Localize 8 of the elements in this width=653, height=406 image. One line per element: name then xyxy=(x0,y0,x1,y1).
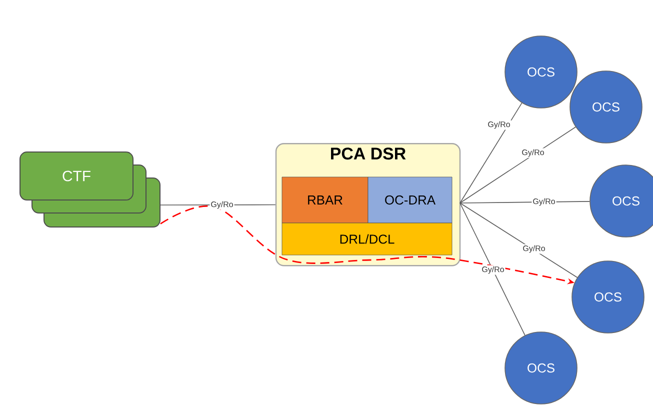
connector xyxy=(460,126,576,204)
connector xyxy=(460,202,526,336)
function-box: RBAR xyxy=(282,176,368,224)
layer-box: DRL/DCL xyxy=(282,222,452,256)
connector xyxy=(460,202,578,278)
function-box: OC-DRA xyxy=(368,176,452,224)
stacked-box: CTF xyxy=(20,152,134,200)
connector xyxy=(460,102,522,204)
